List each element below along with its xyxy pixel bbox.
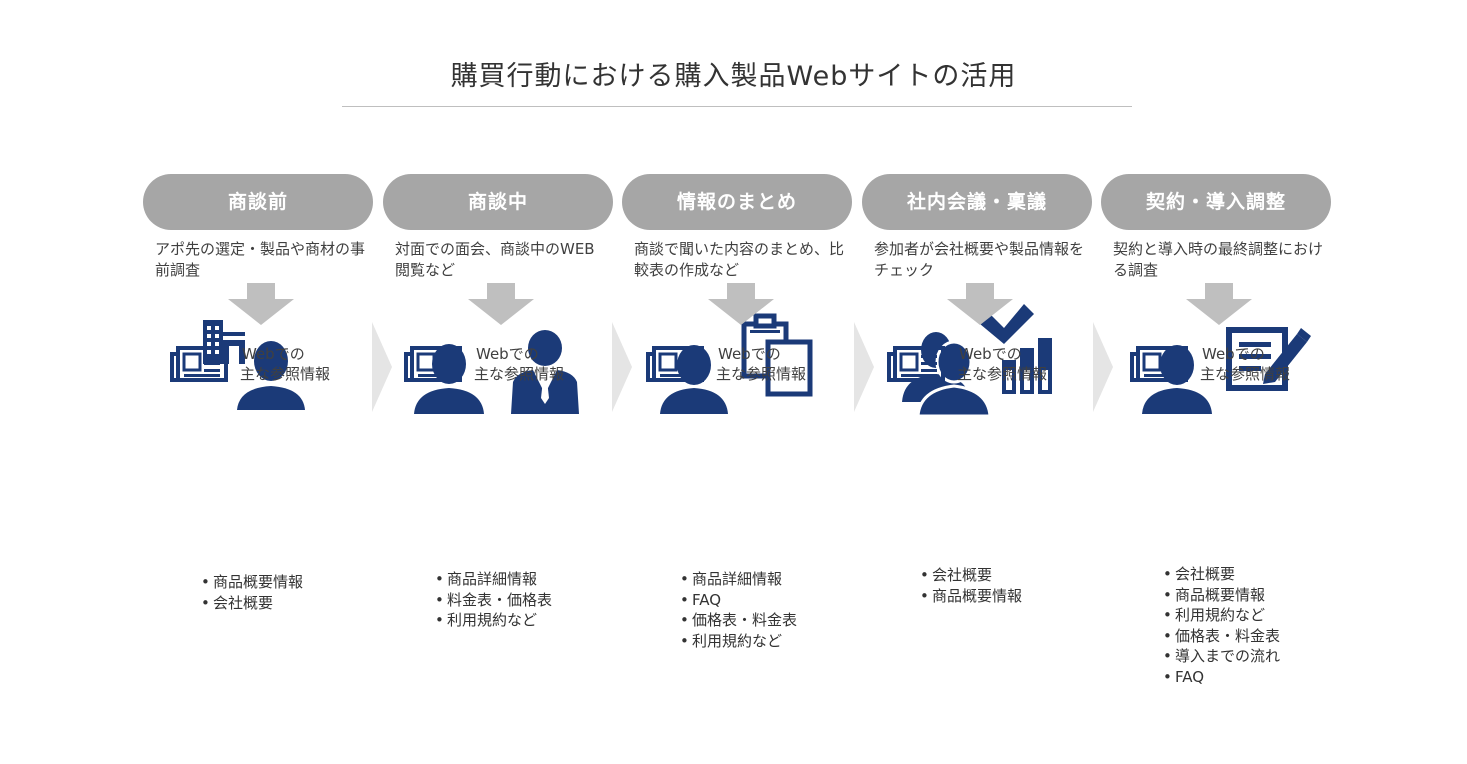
stage-label: 契約・導入調整 (1101, 174, 1331, 230)
list-item: 利用規約など (680, 631, 797, 652)
web-reference-header: Webでの 主な参照情報 (646, 344, 846, 388)
building-and-person-icon (143, 302, 373, 420)
web-reference-header: Webでの 主な参照情報 (1130, 344, 1330, 388)
arrow-down-icon (708, 283, 774, 325)
list-item: 商品詳細情報 (435, 569, 552, 590)
chevron-right-icon (612, 322, 632, 412)
list-item: 会社概要 (201, 593, 303, 614)
title-divider (342, 106, 1132, 107)
stage-label: 商談前 (143, 174, 373, 230)
stage-description: アポ先の選定・製品や商材の事前調査 (155, 240, 366, 279)
web-reference-header: Webでの 主な参照情報 (404, 344, 604, 388)
list-item: 導入までの流れ (1163, 646, 1280, 667)
stage-description: 契約と導入時の最終調整における調査 (1113, 240, 1324, 279)
newspaper-icon (170, 346, 228, 382)
newspaper-icon (646, 346, 704, 382)
ref-label-line2: 主な参照情報 (240, 365, 331, 383)
stage-description: 商談で聞いた内容のまとめ、比較表の作成など (634, 240, 845, 279)
reference-list: 商品詳細情報 FAQ 価格表・料金表 利用規約など (680, 569, 797, 651)
list-item: 価格表・料金表 (1163, 626, 1280, 647)
page-title: 購買行動における購入製品Webサイトの活用 (450, 61, 1017, 92)
arrow-down-icon (228, 283, 294, 325)
web-reference-header: Webでの 主な参照情報 (170, 344, 370, 388)
reference-list: 会社概要 商品概要情報 利用規約など 価格表・料金表 導入までの流れ FAQ (1163, 564, 1280, 687)
arrow-down-icon (947, 283, 1013, 325)
stage-label: 商談中 (383, 174, 613, 230)
ref-label-line2: 主な参照情報 (474, 365, 565, 383)
newspaper-icon (887, 346, 945, 382)
ref-label-line2: 主な参照情報 (716, 365, 807, 383)
chevron-right-icon (1093, 322, 1113, 412)
stage-label: 情報のまとめ (622, 174, 852, 230)
web-reference-header: Webでの 主な参照情報 (887, 344, 1087, 388)
ref-label-line1: Webでの (476, 345, 539, 363)
stage-description: 参加者が会社概要や製品情報をチェック (874, 240, 1085, 279)
newspaper-icon (1130, 346, 1188, 382)
arrow-down-icon (1186, 283, 1252, 325)
newspaper-icon (404, 346, 462, 382)
ref-label-line1: Webでの (959, 345, 1022, 363)
arrow-down-icon (468, 283, 534, 325)
list-item: 利用規約など (1163, 605, 1280, 626)
list-item: FAQ (680, 590, 797, 611)
list-item: 会社概要 (1163, 564, 1280, 585)
reference-list: 会社概要 商品概要情報 (920, 565, 1022, 606)
reference-list: 商品詳細情報 料金表・価格表 利用規約など (435, 569, 552, 631)
ref-label-line1: Webでの (1202, 345, 1265, 363)
list-item: FAQ (1163, 667, 1280, 688)
reference-list: 商品概要情報 会社概要 (201, 572, 303, 613)
chevron-right-icon (854, 322, 874, 412)
list-item: 商品概要情報 (1163, 585, 1280, 606)
ref-label-line2: 主な参照情報 (1200, 365, 1291, 383)
chevron-right-icon (372, 322, 392, 412)
list-item: 会社概要 (920, 565, 1022, 586)
list-item: 価格表・料金表 (680, 610, 797, 631)
list-item: 商品概要情報 (920, 586, 1022, 607)
list-item: 商品概要情報 (201, 572, 303, 593)
ref-label-line2: 主な参照情報 (957, 365, 1048, 383)
list-item: 商品詳細情報 (680, 569, 797, 590)
ref-label-line1: Webでの (718, 345, 781, 363)
stage-description: 対面での面会、商談中のWEB閲覧など (395, 240, 595, 279)
list-item: 利用規約など (435, 610, 552, 631)
stage-label: 社内会議・稟議 (862, 174, 1092, 230)
ref-label-line1: Webでの (242, 345, 305, 363)
list-item: 料金表・価格表 (435, 590, 552, 611)
